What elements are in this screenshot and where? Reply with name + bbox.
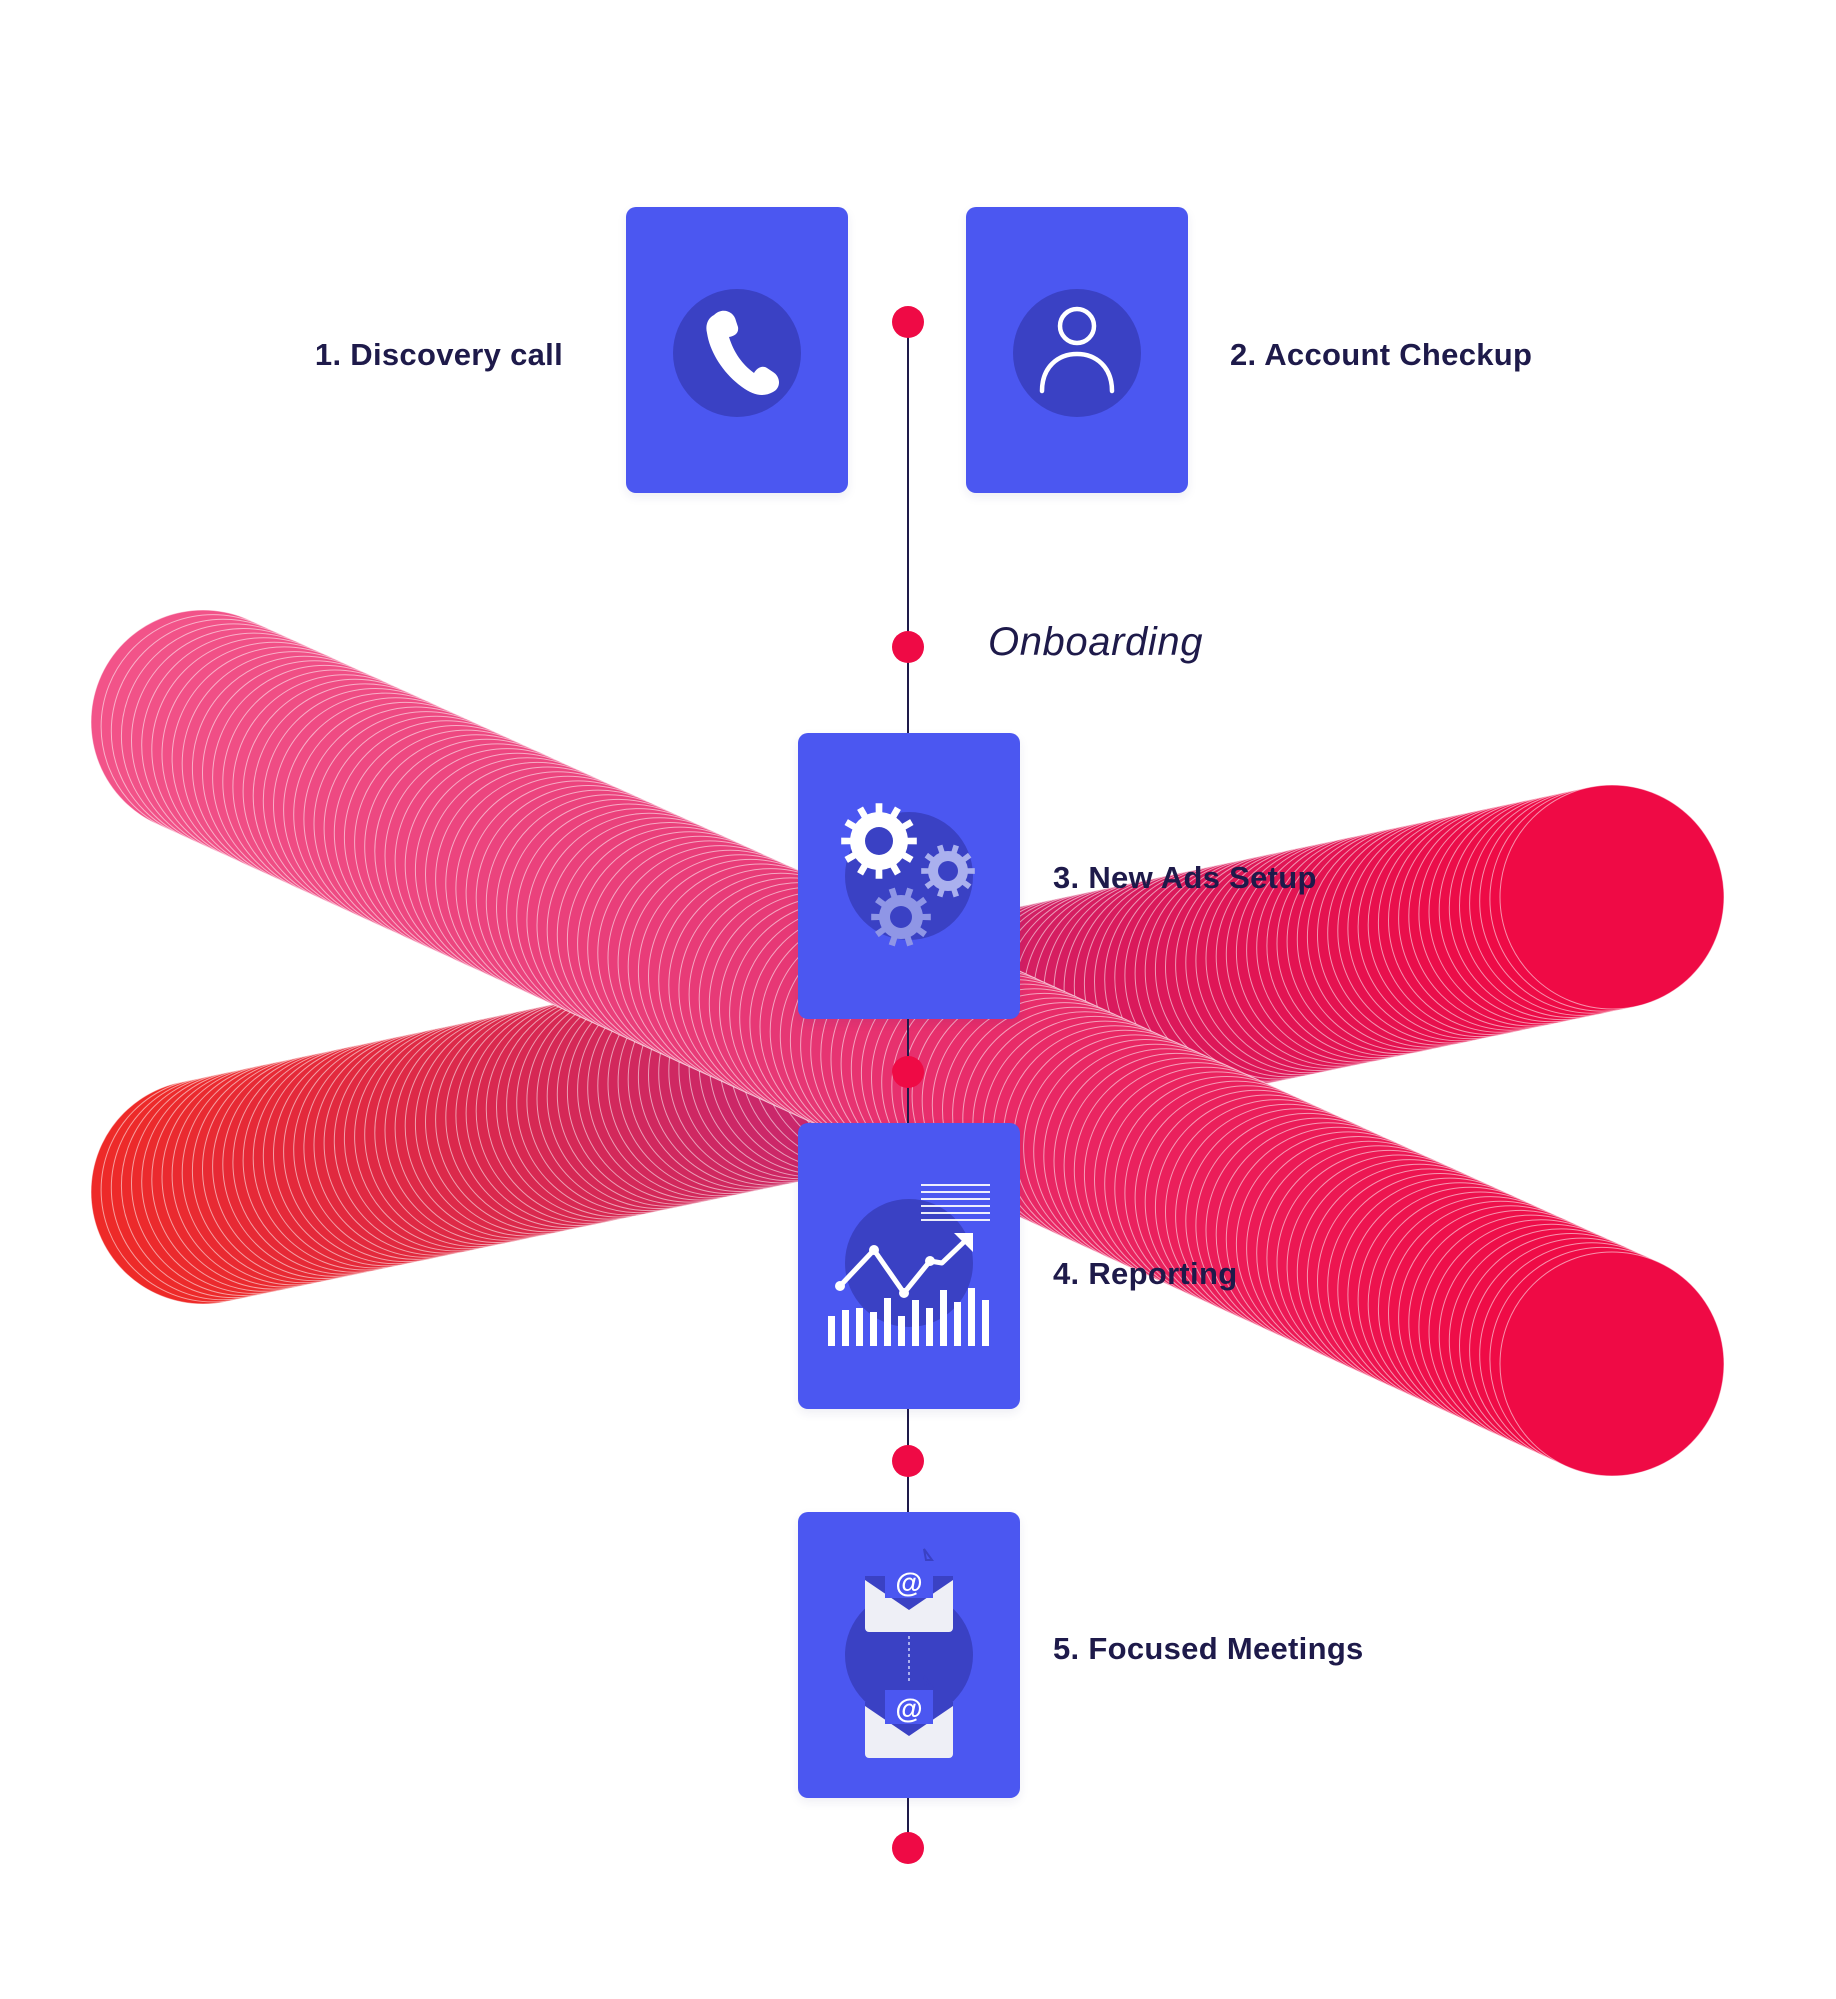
timeline-dot — [892, 1445, 924, 1477]
timeline-dot — [892, 1056, 924, 1088]
gears-icon — [841, 803, 975, 947]
step-card-reporting — [798, 1123, 1020, 1409]
step-label: 3. New Ads Setup — [1053, 860, 1317, 895]
step-card-new-ads-setup — [798, 733, 1020, 1019]
svg-text:@: @ — [895, 1567, 922, 1598]
timeline-dot — [892, 306, 924, 338]
step-label: 2. Account Checkup — [1230, 337, 1533, 372]
svg-text:@: @ — [895, 1693, 922, 1724]
step-label: 4. Reporting — [1053, 1256, 1238, 1291]
timeline-dot — [892, 631, 924, 663]
step-label: 1. Discovery call — [314, 337, 563, 372]
email-icon: @ @ — [845, 1548, 973, 1758]
timeline-dot — [892, 1832, 924, 1864]
phone-icon — [673, 289, 801, 417]
chart-icon — [828, 1184, 990, 1346]
step-label: 5. Focused Meetings — [1053, 1631, 1364, 1666]
step-card-account-checkup — [966, 207, 1188, 493]
step-card-discovery-call — [626, 207, 848, 493]
step-card-focused-meetings: @ @ — [798, 1512, 1020, 1798]
user-icon — [1013, 289, 1141, 417]
phase-label: Onboarding — [988, 620, 1204, 664]
